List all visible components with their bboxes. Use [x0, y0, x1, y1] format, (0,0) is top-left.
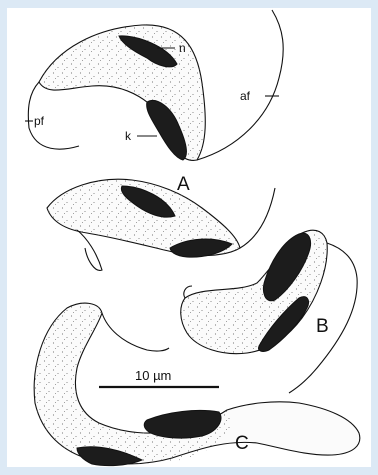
- figure-panel: n k af pf A B C 10 µm: [7, 8, 371, 467]
- cell-a2: [47, 179, 275, 270]
- label-b: B: [316, 316, 329, 337]
- label-a: A: [177, 174, 190, 195]
- cell-a: [28, 10, 283, 160]
- label-pf: pf: [34, 114, 45, 128]
- scale-bar-label: 10 µm: [135, 368, 171, 383]
- label-c: C: [235, 433, 249, 454]
- label-af: af: [240, 89, 251, 103]
- label-k: k: [125, 129, 132, 143]
- cell-drawing: n k af pf A B C 10 µm: [7, 8, 371, 467]
- label-n: n: [179, 41, 186, 55]
- anterior-flagellum: [197, 10, 283, 160]
